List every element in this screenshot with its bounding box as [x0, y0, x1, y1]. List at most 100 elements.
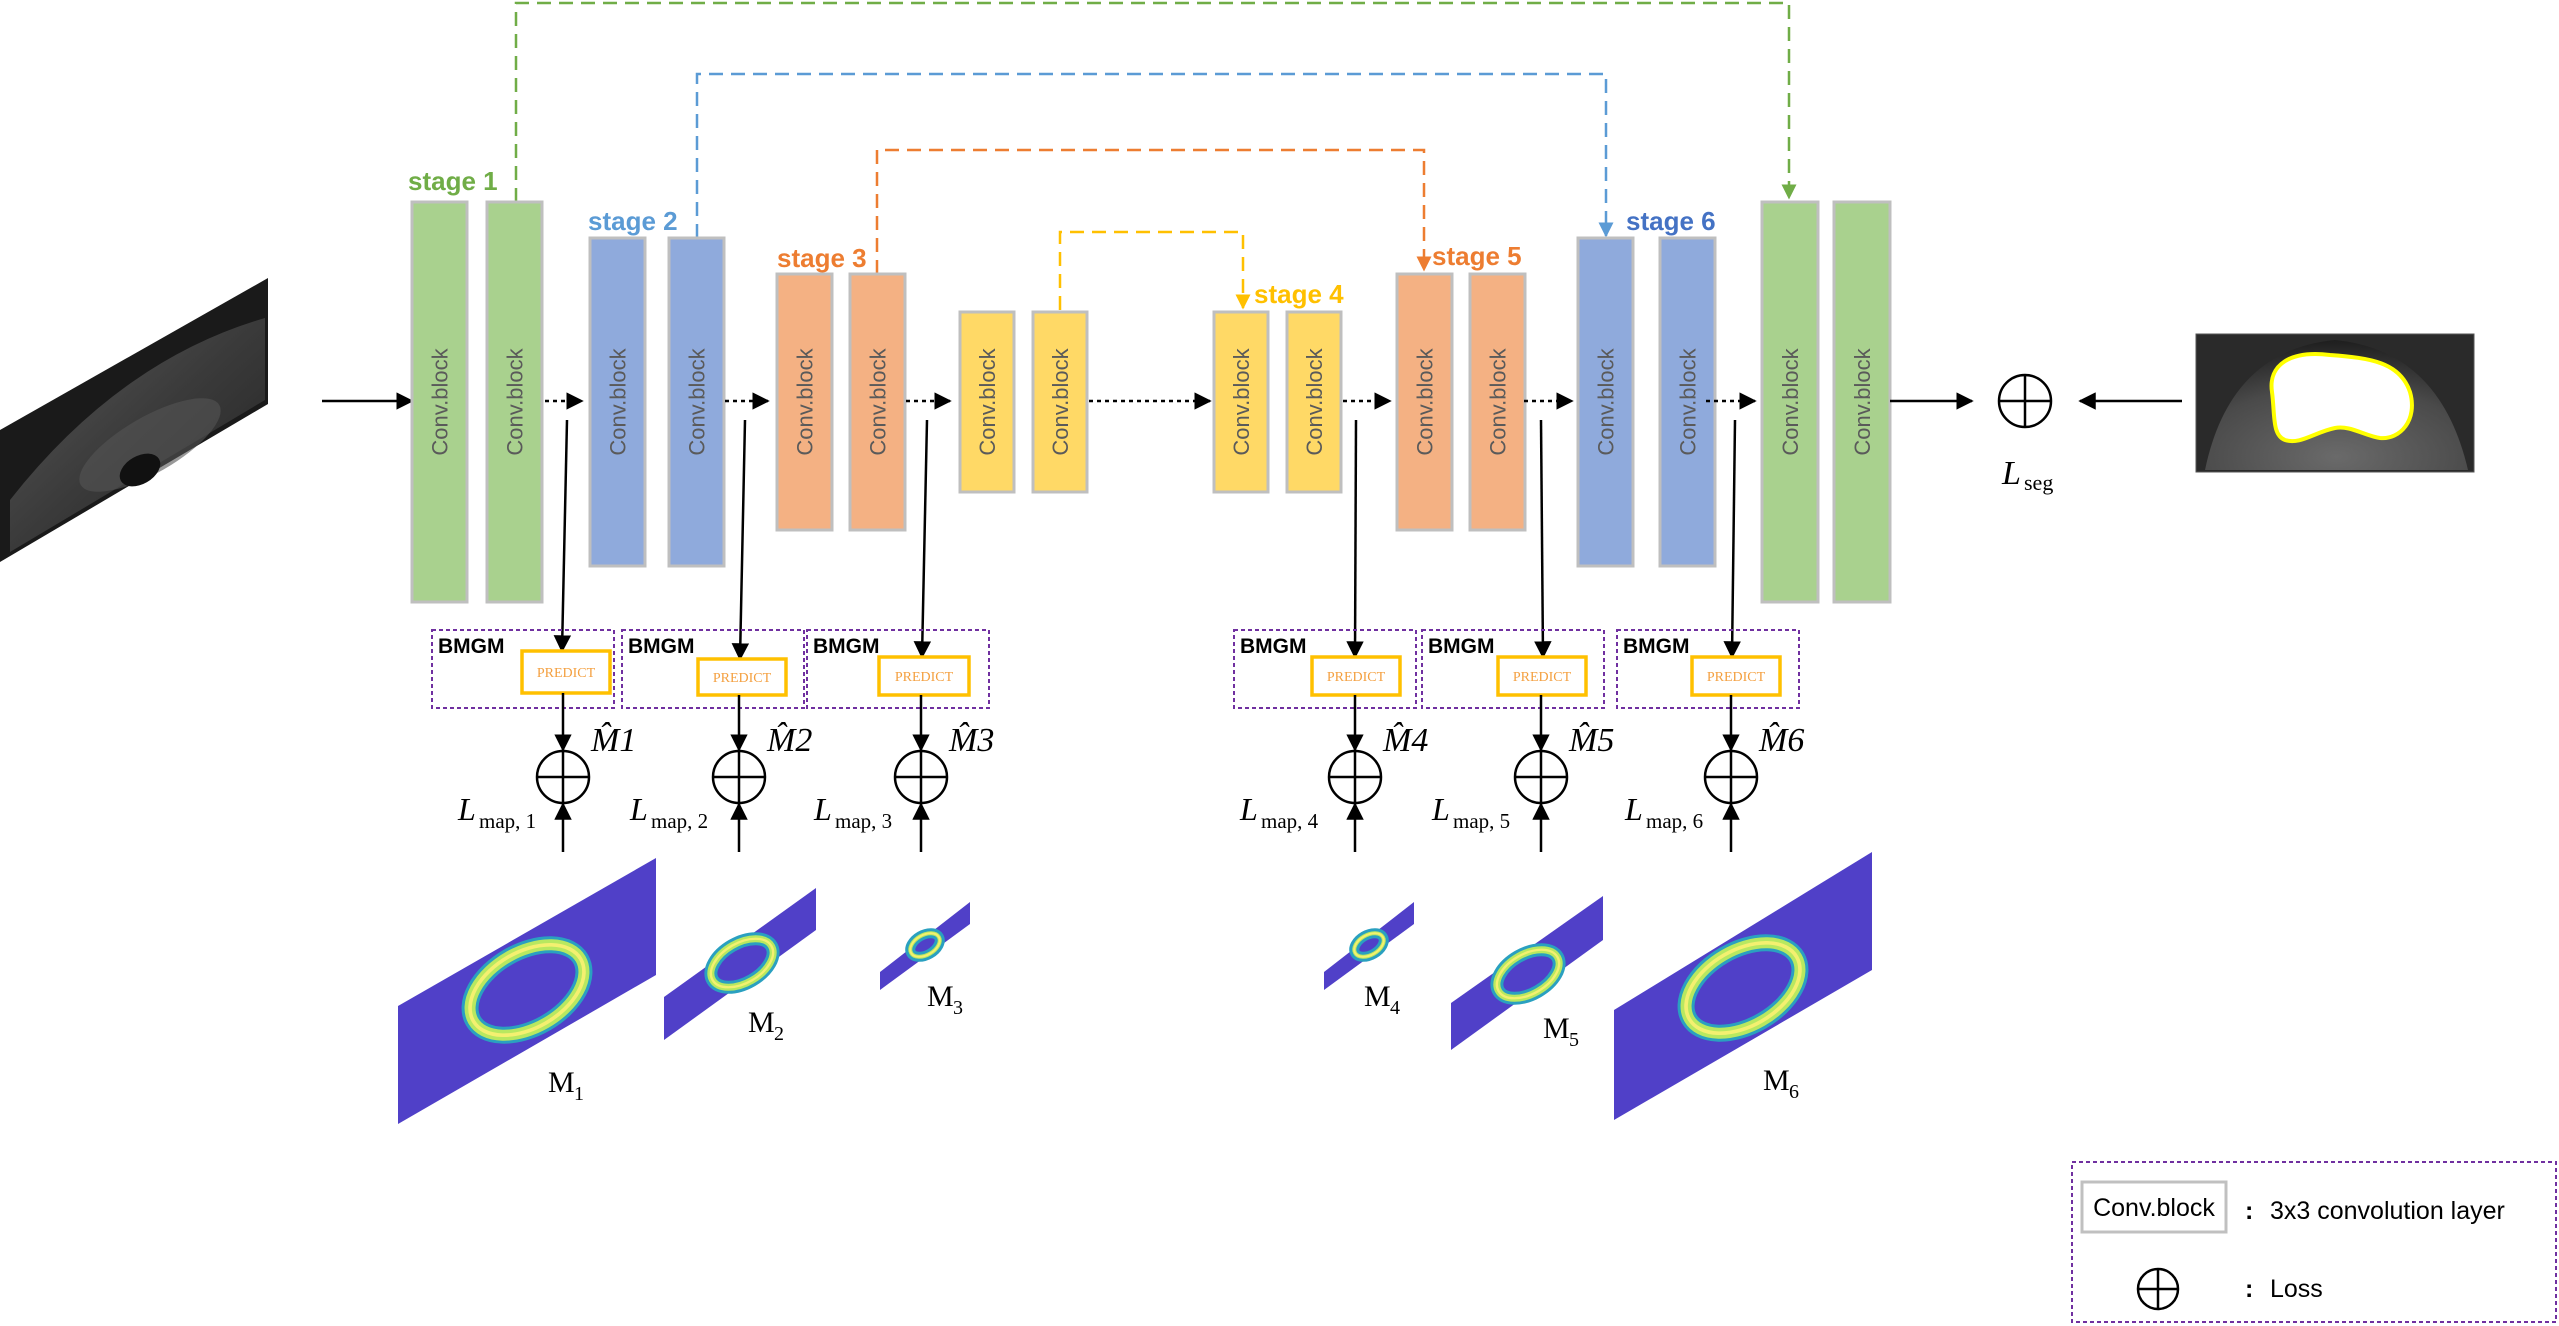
bmgm-label: BMGM	[628, 635, 695, 658]
conv-block: Conv.block	[1031, 310, 1089, 494]
skip-connection-stage3	[875, 148, 1432, 274]
legend-loss-desc: Loss	[2270, 1275, 2323, 1303]
conv-block: Conv.block	[1212, 310, 1270, 494]
legend-separator-2: :	[2245, 1275, 2253, 1303]
predict-label: PREDICT	[1707, 670, 1766, 685]
bmgm-modules: BMGMPREDICTM̂1BMGMPREDICTM̂2BMGMPREDICTM…	[431, 419, 1804, 852]
predict-label: PREDICT	[1513, 670, 1572, 685]
conv-block-label: Conv.block	[975, 347, 1000, 455]
legend-separator-1: :	[2245, 1197, 2253, 1225]
legend-conv-block	[2080, 1180, 2228, 1234]
bmgm-label: BMGM	[1428, 635, 1495, 658]
predict-box	[696, 657, 788, 697]
skip-connection-stage4	[1058, 230, 1251, 310]
skip-connection-stage1	[514, 1, 1797, 202]
stage-label-3: stage 3	[777, 243, 867, 273]
map-loss-symbol	[1327, 749, 1383, 805]
legend-loss-icon	[2136, 1267, 2180, 1311]
conv-block-label: Conv.block	[1486, 347, 1511, 455]
svg-text:L: L	[1624, 791, 1643, 827]
legend: Conv.block : 3x3 convolution layer : Los…	[2071, 1161, 2557, 1323]
svg-text:map, 3: map, 3	[835, 809, 892, 833]
svg-text:3: 3	[953, 997, 963, 1019]
map-loss-symbol	[893, 749, 949, 805]
svg-text:1: 1	[574, 1083, 584, 1105]
svg-text:map, 4: map, 4	[1261, 809, 1319, 833]
predicted-map-label: M̂1	[590, 721, 636, 759]
predicted-map-label: M̂4	[1382, 721, 1428, 759]
predicted-map-label: M̂5	[1568, 721, 1614, 759]
feature-arrow	[1534, 419, 1552, 659]
bmgm-module-4: BMGM PREDICT M̂4	[1233, 419, 1428, 852]
conv-block-label: Conv.block	[1048, 347, 1073, 455]
conv-block: Conv.block	[1760, 200, 1820, 604]
svg-text:L: L	[813, 791, 832, 827]
predicted-map-label: M̂6	[1758, 721, 1804, 759]
bmgm-label: BMGM	[1240, 635, 1307, 658]
svg-text:4: 4	[1390, 997, 1400, 1019]
conv-block-label: Conv.block	[1778, 347, 1803, 455]
input-ultrasound-image	[0, 278, 268, 562]
conv-block-label: Conv.block	[793, 347, 818, 455]
predict-label: PREDICT	[713, 671, 772, 686]
conv-block: Conv.block	[1395, 272, 1454, 532]
conv-block: Conv.block	[1832, 200, 1892, 604]
gt-map-label: M	[927, 980, 954, 1013]
conv-block: Conv.block	[667, 236, 726, 568]
svg-text:6: 6	[1789, 1081, 1799, 1103]
legend-conv-desc: 3x3 convolution layer	[2270, 1197, 2505, 1225]
svg-text:map, 1: map, 1	[479, 809, 536, 833]
feature-arrow	[913, 419, 932, 659]
bmgm-label: BMGM	[438, 635, 505, 658]
seg-loss-sub: seg	[2024, 470, 2053, 495]
feature-arrow	[1723, 419, 1741, 659]
ground-truth-image	[2195, 333, 2475, 473]
bmgm-module-1: BMGM PREDICT M̂1	[431, 419, 636, 852]
map-loss-symbol	[711, 749, 767, 805]
predict-label: PREDICT	[1327, 670, 1386, 685]
stage-label-6: stage 6	[1626, 206, 1716, 236]
feature-arrow	[1346, 419, 1364, 659]
seg-loss-symbol	[1997, 373, 2053, 429]
predict-box	[520, 649, 612, 695]
skip-connections	[514, 1, 1797, 310]
stage-label-5: stage 5	[1432, 241, 1522, 271]
conv-block-label: Conv.block	[1676, 347, 1701, 455]
predict-box	[1690, 655, 1782, 697]
svg-text:L: L	[1431, 791, 1450, 827]
bmgm-label: BMGM	[1623, 635, 1690, 658]
conv-blocks: Conv.block Conv.block Conv.block Conv.block…	[410, 200, 1892, 604]
stage-label-1: stage 1	[408, 166, 498, 196]
bmgm-label: BMGM	[813, 635, 880, 658]
predicted-map-label: M̂3	[948, 721, 994, 759]
conv-block-label: Conv.block	[1594, 347, 1619, 455]
gt-map-label: M	[1763, 1064, 1790, 1097]
predict-label: PREDICT	[537, 666, 596, 681]
svg-text:map, 2: map, 2	[651, 809, 708, 833]
svg-text:L: L	[1239, 791, 1258, 827]
svg-text:5: 5	[1569, 1029, 1579, 1051]
svg-text:2: 2	[774, 1023, 784, 1045]
conv-block: Conv.block	[848, 272, 907, 532]
stage-label-2: stage 2	[588, 206, 678, 236]
map-loss-symbol	[535, 749, 591, 805]
conv-block-label: Conv.block	[1229, 347, 1254, 455]
svg-text:map, 6: map, 6	[1646, 809, 1703, 833]
skip-connection-stage2	[695, 72, 1614, 238]
conv-block: Conv.block	[1658, 236, 1717, 568]
svg-text:L: L	[457, 791, 476, 827]
conv-block-label: Conv.block	[1413, 347, 1438, 455]
gt-map-label: M	[1364, 980, 1391, 1013]
